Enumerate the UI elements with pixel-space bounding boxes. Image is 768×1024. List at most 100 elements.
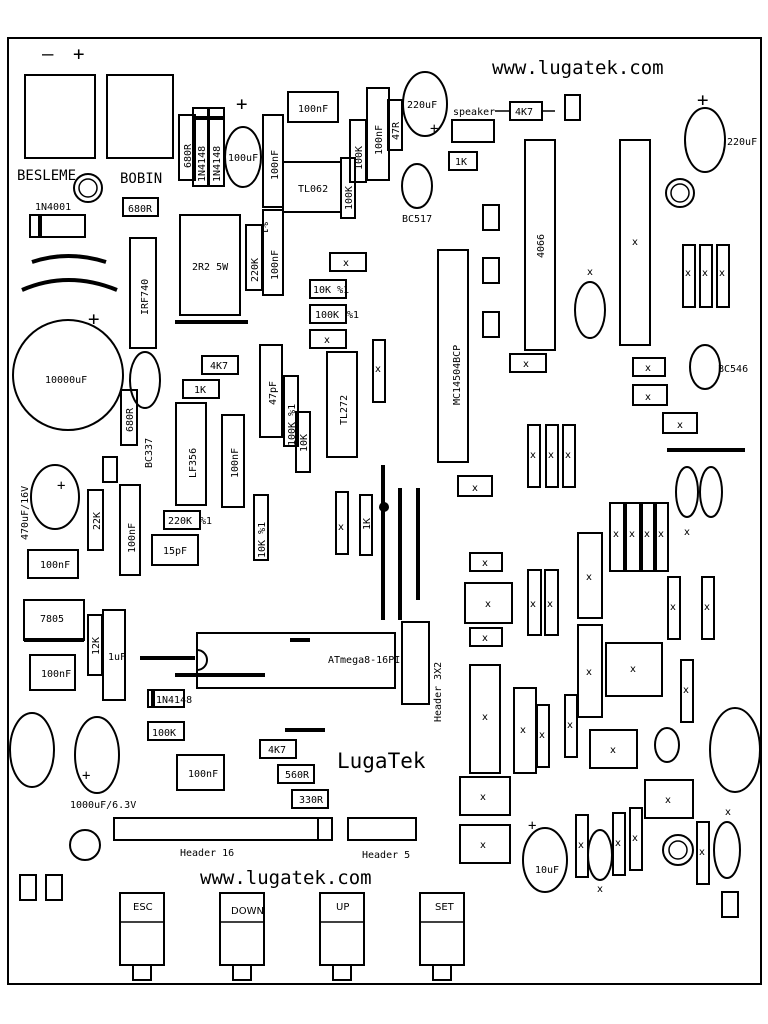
svg-text:x: x	[699, 847, 705, 858]
mount-hole	[73, 173, 103, 203]
c100uf-body	[224, 126, 262, 188]
svg-text:x: x	[670, 602, 676, 613]
header-5	[347, 817, 417, 841]
lf356-body	[175, 402, 207, 506]
svg-text:x: x	[520, 725, 526, 736]
svg-text:x: x	[597, 884, 603, 895]
svg-text:x: x	[547, 599, 553, 610]
svg-text:x: x	[645, 392, 651, 403]
set-button[interactable]: SET	[419, 892, 465, 981]
svg-text:+: +	[236, 93, 247, 115]
svg-text:+: +	[88, 308, 99, 330]
svg-text:ATmega8-16PI: ATmega8-16PI	[328, 655, 400, 666]
svg-text:x: x	[539, 730, 545, 741]
d1-body	[29, 214, 86, 238]
svg-text:x: x	[677, 420, 683, 431]
svg-text:4066: 4066	[536, 234, 547, 258]
r2r2-body	[179, 214, 241, 316]
svg-text:x: x	[629, 529, 635, 540]
svg-text:1000uF/6.3V: 1000uF/6.3V	[70, 800, 136, 811]
c220uf-a-body	[402, 71, 448, 137]
d1-label: 1N4001	[35, 202, 71, 213]
svg-text:x: x	[615, 838, 621, 849]
svg-text:TL062: TL062	[298, 184, 328, 195]
bc546-body	[689, 344, 721, 390]
ic-right	[619, 139, 651, 346]
svg-text:TL272: TL272	[339, 395, 350, 425]
svg-text:x: x	[338, 522, 344, 533]
svg-text:10uF: 10uF	[535, 865, 559, 876]
svg-text:x: x	[632, 237, 638, 248]
bobin-connector	[106, 74, 174, 159]
svg-text:680R: 680R	[183, 143, 194, 168]
svg-text:10K: 10K	[299, 434, 310, 452]
speaker-connector	[451, 119, 495, 143]
c1000uf-body	[74, 716, 120, 794]
svg-text:22K: 22K	[92, 512, 103, 530]
svg-text:Header 3X2: Header 3X2	[433, 662, 444, 722]
svg-text:x: x	[665, 795, 671, 806]
svg-text:%1: %1	[347, 310, 359, 321]
ic4066-body	[524, 139, 556, 351]
svg-text:+: +	[82, 768, 90, 784]
svg-text:x: x	[472, 483, 478, 494]
url-bottom: www.lugatek.com	[200, 867, 372, 889]
svg-text:x: x	[613, 529, 619, 540]
down-label: DOWN	[231, 906, 264, 917]
svg-text:x: x	[482, 558, 488, 569]
r680-body	[122, 197, 159, 217]
svg-text:x: x	[485, 599, 491, 610]
svg-text:x: x	[644, 529, 650, 540]
svg-text:x: x	[587, 267, 593, 278]
svg-text:100K %1: 100K %1	[287, 404, 298, 446]
board-outline	[7, 37, 762, 985]
esc-button[interactable]: ESC	[119, 892, 165, 981]
svg-text:x: x	[704, 602, 710, 613]
svg-text:680R: 680R	[128, 204, 153, 215]
svg-text:x: x	[548, 450, 554, 461]
up-button[interactable]: UP	[319, 892, 365, 981]
svg-text:+: +	[697, 89, 708, 111]
svg-text:10000uF: 10000uF	[45, 375, 87, 386]
svg-text:x: x	[578, 840, 584, 851]
svg-text:x: x	[630, 664, 636, 675]
svg-text:2R2 5W: 2R2 5W	[192, 262, 229, 273]
svg-text:x: x	[610, 745, 616, 756]
down-button[interactable]: DOWN	[219, 892, 265, 981]
svg-text:x: x	[702, 268, 708, 279]
svg-text:100nF: 100nF	[41, 669, 71, 680]
svg-text:1K: 1K	[194, 385, 206, 396]
svg-text:4K7: 4K7	[268, 745, 286, 756]
svg-text:1N4148: 1N4148	[156, 695, 192, 706]
svg-text:4K7: 4K7	[515, 107, 533, 118]
svg-text:100nF: 100nF	[188, 769, 218, 780]
esc-label: ESC	[133, 902, 153, 913]
svg-text:47pF: 47pF	[268, 381, 279, 405]
svg-text:220uF: 220uF	[727, 137, 757, 148]
svg-text:x: x	[343, 258, 349, 269]
svg-text:x: x	[375, 364, 381, 375]
svg-text:1N4148: 1N4148	[197, 146, 208, 182]
svg-text:100nF: 100nF	[230, 448, 241, 478]
svg-text:speaker: speaker	[453, 107, 495, 118]
svg-text:100nF: 100nF	[298, 104, 328, 115]
svg-text:IRF740: IRF740	[140, 279, 151, 315]
c470uf-body	[30, 464, 80, 530]
svg-text:100uF: 100uF	[228, 153, 258, 164]
besleme-label: BESLEME	[17, 168, 76, 184]
svg-text:x: x	[725, 807, 731, 818]
svg-text:100nF: 100nF	[127, 523, 138, 553]
svg-text:BC546: BC546	[718, 364, 748, 375]
bc517-body	[401, 163, 433, 209]
svg-text:1K: 1K	[362, 518, 373, 530]
c10uf-body	[522, 827, 568, 893]
svg-text:BC517: BC517	[402, 214, 432, 225]
svg-text:LF356: LF356	[188, 448, 199, 478]
svg-text:100K: 100K	[315, 310, 339, 321]
svg-text:x: x	[480, 840, 486, 851]
svg-text:1uF: 1uF	[108, 652, 126, 663]
up-label: UP	[336, 902, 349, 913]
c10000uf-body	[12, 319, 124, 431]
besleme-connector	[24, 74, 96, 159]
